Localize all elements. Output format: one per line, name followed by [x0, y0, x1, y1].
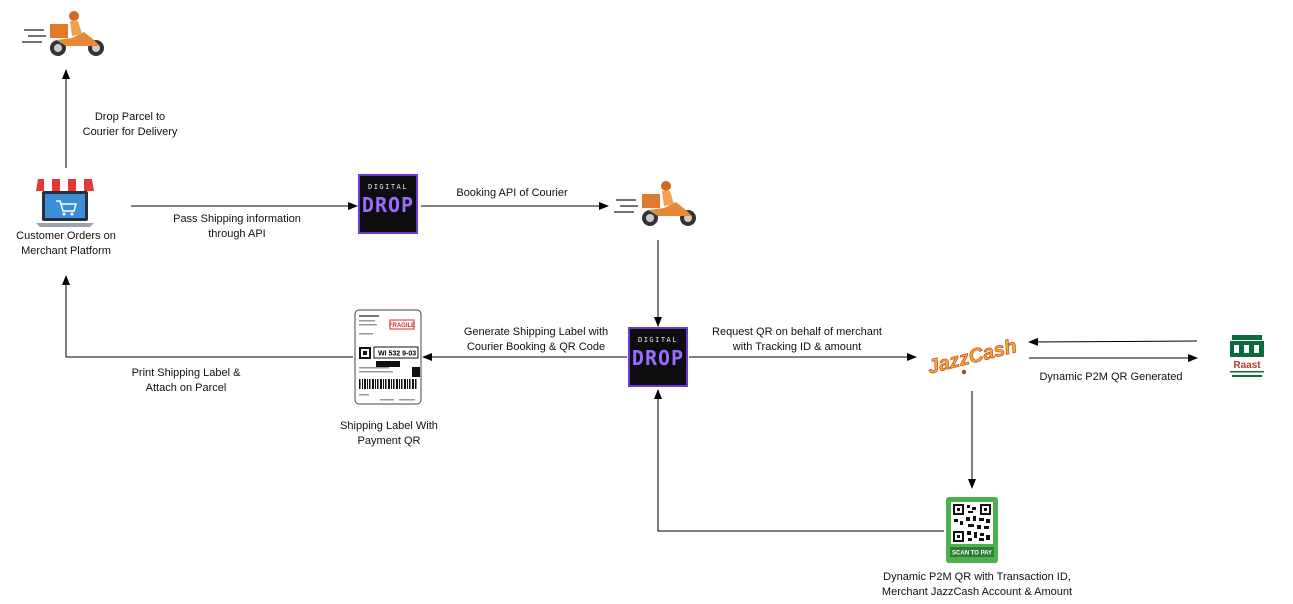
edge-label-print-label: Print Shipping Label &Attach on Parcel [131, 367, 241, 394]
digital-drop-logo-line2: DROP [361, 193, 415, 217]
dynamic-qr-caption: Dynamic P2M QR with Transaction ID,Merch… [881, 571, 1073, 598]
digital-drop-logo-top: DIGITAL DROP [358, 174, 418, 234]
edge-qr-to-dd [654, 389, 944, 532]
label-code: WI 532 9-03 [378, 351, 416, 358]
jazzcash-wordmark: JazzCash [925, 335, 1019, 378]
edge-label-p2m-generated: Dynamic P2M QR Generated [1039, 371, 1183, 383]
fragile-stamp: FRAGILE [389, 323, 415, 329]
edge-print-label [62, 275, 353, 358]
digital-drop-logo-middle: DIGITAL DROP [628, 327, 688, 387]
courier-motorbike-icon [22, 11, 104, 56]
scan-to-pay-qr-icon: SCAN TO PAY [946, 497, 998, 563]
raast-logo: Raast [1230, 335, 1264, 377]
digital-drop-logo-line2: DROP [631, 346, 685, 370]
jazzcash-logo: JazzCash [925, 335, 1019, 379]
shipping-label-icon: FRAGILE WI 532 9-03 [354, 309, 422, 405]
raast-wordmark: Raast [1233, 360, 1261, 371]
digital-drop-logo-line1: DIGITAL [637, 336, 678, 344]
courier-motorbike-icon [614, 181, 696, 226]
merchant-storefront-icon [36, 179, 94, 227]
scan-to-pay-caption: SCAN TO PAY [952, 551, 992, 557]
digital-drop-logo-line1: DIGITAL [367, 183, 408, 191]
edge-raast-to-jazz [1028, 337, 1198, 346]
edge-label-booking-api: Booking API of Courier [456, 187, 568, 199]
